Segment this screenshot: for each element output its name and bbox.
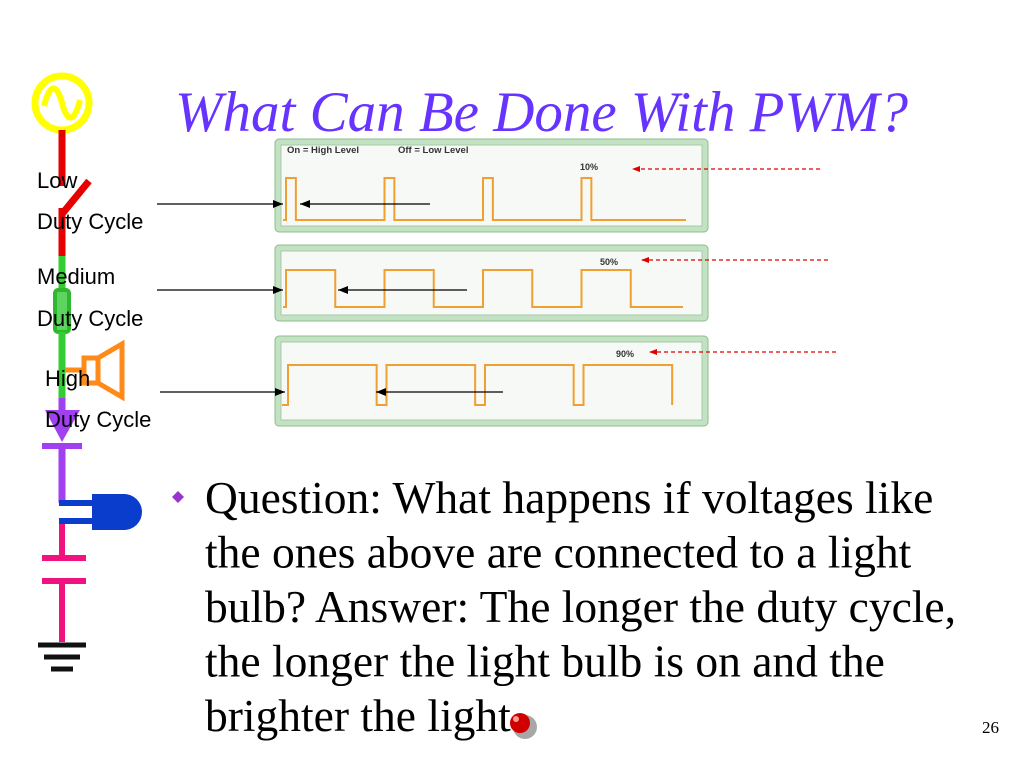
ground-icon [38,642,86,672]
led-icon [59,494,142,530]
duty-cycle-labels: Low Duty Cycle Medium Duty Cycle High Du… [37,168,151,432]
slide-title: What Can Be Done With PWM? [175,81,908,144]
pwm-waveform-90-percent [282,364,674,406]
page-number: 26 [982,718,999,737]
pwm-panel-10: On = High Level Off = Low Level 10% [274,138,709,233]
switch-icon [58,130,92,258]
label-low: Low [37,168,77,193]
panel-plot-area [280,144,703,227]
pwm-panel-50: 50% [274,244,709,322]
bullet-line: brighter the light. [205,690,522,741]
duty-percent-label: 10% [580,162,598,172]
label-medium-caption: Duty Cycle [37,306,143,331]
panel-plot-area [280,250,703,316]
waveform-group [283,177,686,221]
pointer-arrows [157,200,503,396]
legend-off-text: Off = Low Level [398,145,468,156]
label-high-caption: Duty Cycle [45,407,151,432]
bullet-line: bulb? Answer: The longer the duty cycle, [205,581,956,632]
ac-source-icon [31,72,93,134]
pwm-waveform-10-percent [283,177,686,221]
red-light-icon [510,713,537,739]
bullet-block: Question: What happens if voltages like … [172,472,956,741]
diamond-bullet-icon [172,491,184,503]
diode-icon [42,398,82,503]
circuit-decoration [31,72,142,672]
bullet-line: Question: What happens if voltages like [205,472,933,523]
pwm-waveform-50-percent [283,269,683,308]
duty-percent-label: 50% [600,257,618,267]
waveform-group [282,364,674,406]
percent-arrows [632,166,836,355]
resistor-icon [53,256,71,400]
capacitor-icon [42,524,86,642]
pwm-panel-90: 90% [274,335,709,427]
bullet-line: the ones above are connected to a light [205,527,912,578]
label-low-caption: Duty Cycle [37,209,143,234]
waveform-group [283,269,683,308]
label-high: High [45,366,90,391]
duty-percent-label: 90% [616,349,634,359]
bullet-line: the longer the light bulb is on and the [205,636,885,687]
panel-plot-area [280,341,703,421]
label-medium: Medium [37,264,115,289]
legend-on-text: On = High Level [287,145,359,156]
speaker-icon [65,339,125,402]
